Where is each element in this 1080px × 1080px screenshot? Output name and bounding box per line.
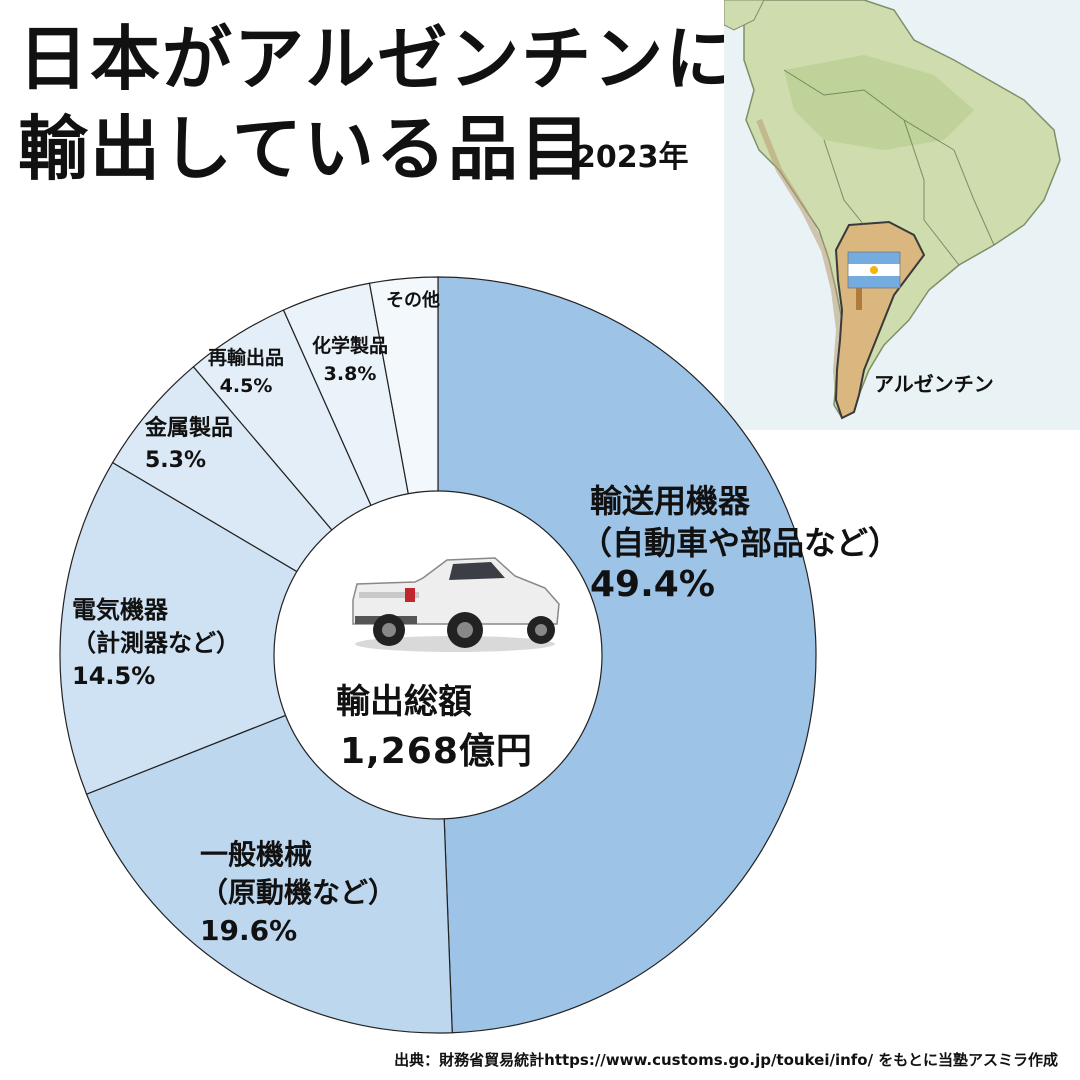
label-transport-note: （自動車や部品など） <box>580 524 901 562</box>
pie-slice-2 <box>59 461 440 795</box>
label-chemical-name: 化学製品 <box>312 335 389 357</box>
page-title: 日本がアルゼンチンに 輸出している品目 <box>18 14 737 194</box>
title-line-1: 日本がアルゼンチンに <box>18 18 738 100</box>
label-reexport-value: 4.5% <box>219 375 273 397</box>
year-label: 2023年 <box>575 140 689 175</box>
label-electrical-value: 14.5% <box>72 662 156 690</box>
label-re-exports: 再輸出品 4.5% <box>208 344 284 400</box>
central-america <box>724 0 765 31</box>
label-electrical-name: 電気機器 <box>72 596 168 624</box>
label-reexport-name: 再輸出品 <box>208 347 285 369</box>
donut-hole <box>273 490 603 820</box>
argentina-flag-icon <box>847 251 901 310</box>
label-general-machinery: 一般機械 （原動機など） 19.6% <box>200 836 396 950</box>
label-electrical-note: （計測器など） <box>72 629 240 657</box>
label-transport-name: 輸送用機器 <box>590 482 751 520</box>
pie-slice-0 <box>437 276 817 1034</box>
total-exports-value: 1,268億円 <box>340 731 533 772</box>
total-exports-label: 輸出総額 <box>336 682 472 722</box>
pickup-truck-icon <box>352 557 560 652</box>
south-america-map: アルゼンチン <box>724 0 1080 430</box>
argentina-label: アルゼンチン <box>874 372 994 396</box>
label-machinery-value: 19.6% <box>200 914 298 947</box>
label-metal-products: 金属製品 5.3% <box>145 413 233 477</box>
label-chemical-products: 化学製品 3.8% <box>312 332 388 388</box>
amazon-region <box>784 55 974 150</box>
label-transport-equipment: 輸送用機器 （自動車や部品など） 49.4% <box>580 480 900 606</box>
label-chemical-value: 3.8% <box>323 363 377 385</box>
andes-ridge <box>756 118 843 401</box>
title-line-2: 輸出している品目 <box>18 108 592 190</box>
label-other-name: その他 <box>386 290 440 311</box>
source-note: 出典：財務省貿易統計https://www.customs.go.jp/touk… <box>394 1051 1058 1069</box>
label-metal-value: 5.3% <box>145 448 207 473</box>
country-borders <box>783 69 995 266</box>
label-electrical-equipment: 電気機器 （計測器など） 14.5% <box>72 594 240 693</box>
label-other: その他 <box>386 288 440 314</box>
label-transport-value: 49.4% <box>590 564 715 605</box>
map-graphic <box>724 0 1080 430</box>
label-machinery-name: 一般機械 <box>200 838 313 871</box>
label-machinery-note: （原動機など） <box>200 876 397 909</box>
label-metal-name: 金属製品 <box>145 416 234 441</box>
